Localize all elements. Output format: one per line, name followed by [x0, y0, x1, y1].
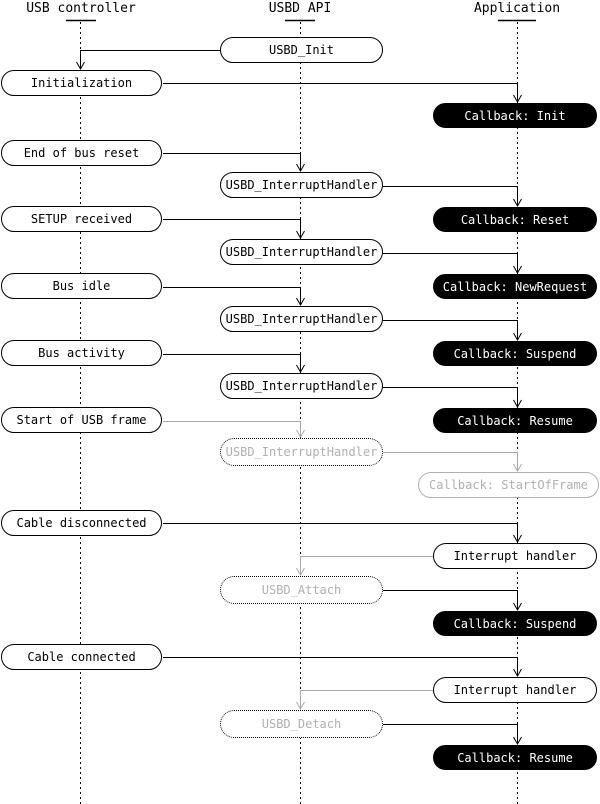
arrowhead: [76, 61, 85, 71]
connector-bus-activity-to-interrupthandler: [163, 354, 301, 371]
connector-usbd-detach-to-callback-resume: [383, 724, 518, 743]
connector-end-of-bus-reset-to-interrupthandler: [163, 153, 301, 170]
arrowhead-gray: [513, 463, 522, 473]
arrowhead: [513, 736, 522, 746]
connector-bus-idle-to-interrupthandler: [163, 287, 301, 304]
node-usbd-interrupthandler-inactive: USBD_InterruptHandler: [220, 438, 383, 466]
node-usbd-attach: USBD_Attach: [220, 576, 383, 604]
arrowhead: [513, 265, 522, 275]
node-callback-newrequest: Callback: NewRequest: [433, 274, 597, 299]
column-header-application: Application: [473, 1, 561, 16]
arrowhead: [296, 364, 305, 374]
arrowhead: [296, 230, 305, 240]
connector-usbd-init-to-initialization: [80, 50, 220, 68]
column-header-usbd-api: USBD API: [268, 1, 332, 16]
node-cable-connected: Cable connected: [1, 644, 162, 670]
arrowhead: [513, 94, 522, 104]
inactive-connectors: [163, 421, 522, 711]
connector-interrupt-handler-to-usbd-attach: [300, 556, 433, 574]
arrowhead-gray: [296, 429, 305, 439]
node-usbd-interrupthandler-4: USBD_InterruptHandler: [220, 373, 383, 399]
node-bus-activity: Bus activity: [1, 340, 162, 366]
arrowhead: [513, 602, 522, 612]
connector-cable-disconnected-to-interrupt-handler: [163, 523, 518, 541]
arrowhead-gray: [296, 567, 305, 577]
connector-interrupthandler-to-callback-newrequest: [383, 253, 518, 272]
arrowhead: [296, 163, 305, 173]
node-callback-init: Callback: Init: [433, 103, 597, 128]
node-start-of-usb-frame: Start of USB frame: [1, 407, 162, 433]
arrowhead: [513, 399, 522, 409]
connector-initialization-to-callback-init: [163, 83, 518, 101]
node-setup-received: SETUP received: [1, 206, 162, 232]
arrowhead: [513, 534, 522, 544]
connector-interrupthandler-to-callback-reset: [383, 186, 518, 205]
node-interrupt-handler-1: Interrupt handler: [433, 543, 597, 569]
node-usbd-init: USBD_Init: [220, 37, 383, 63]
node-callback-resume-1: Callback: Resume: [433, 408, 597, 433]
connector-setup-received-to-interrupthandler: [163, 219, 301, 237]
connector-interrupt-handler-to-usbd-detach: [300, 690, 433, 708]
connector-start-of-usb-frame-to-interrupthandler: [163, 421, 301, 436]
arrowhead: [513, 198, 522, 208]
connector-interrupthandler-to-callback-suspend: [383, 320, 518, 339]
node-usbd-interrupthandler-2: USBD_InterruptHandler: [220, 239, 383, 265]
arrowhead: [296, 297, 305, 307]
arrowhead: [513, 332, 522, 342]
arrowhead: [513, 668, 522, 678]
connector-interrupthandler-to-callback-resume: [383, 387, 518, 406]
active-connectors: [76, 50, 522, 746]
node-initialization: Initialization: [1, 70, 162, 96]
node-callback-suspend-1: Callback: Suspend: [433, 341, 597, 366]
node-cable-disconnected: Cable disconnected: [1, 510, 162, 536]
node-callback-reset: Callback: Reset: [433, 207, 597, 232]
connector-usbd-attach-to-callback-suspend: [383, 590, 518, 609]
node-interrupt-handler-2: Interrupt handler: [433, 677, 597, 703]
arrowhead-gray: [296, 701, 305, 711]
node-callback-startofframe: Callback: StartOfFrame: [418, 472, 599, 498]
node-end-of-bus-reset: End of bus reset: [1, 140, 162, 166]
node-callback-suspend-2: Callback: Suspend: [433, 611, 597, 636]
node-callback-resume-2: Callback: Resume: [433, 745, 597, 770]
node-usbd-interrupthandler-3: USBD_InterruptHandler: [220, 306, 383, 332]
node-bus-idle: Bus idle: [1, 273, 162, 299]
column-header-usb-controller: USB controller: [26, 1, 136, 16]
node-usbd-detach: USBD_Detach: [220, 710, 383, 738]
connector-cable-connected-to-interrupt-handler: [163, 657, 518, 675]
connector-interrupthandler-to-callback-startofframe: [383, 452, 518, 470]
node-usbd-interrupthandler-1: USBD_InterruptHandler: [220, 172, 383, 198]
